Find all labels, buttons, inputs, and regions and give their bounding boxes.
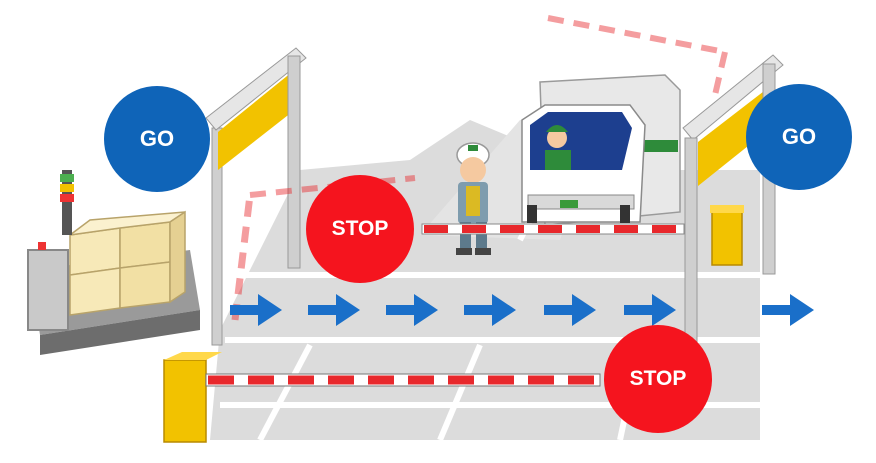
direction-arrow-icon: [308, 294, 360, 326]
stop-sign-icon: STOP: [604, 325, 712, 433]
direction-arrows: [230, 294, 814, 326]
left-gate-frame: [205, 47, 307, 346]
direction-arrow-icon: [230, 294, 282, 326]
cargo-boxes-icon: [69, 210, 186, 316]
signal-tower-icon: [60, 170, 74, 235]
barrier-gate-icon: [421, 205, 744, 266]
go-right-label: GO: [781, 124, 817, 149]
go-sign-icon: GO: [746, 84, 852, 190]
direction-arrow-icon: [464, 294, 516, 326]
worker-icon: [456, 142, 491, 255]
truck-icon: [521, 74, 681, 226]
stop-lower-label: STOP: [629, 367, 687, 390]
direction-arrow-icon: [762, 294, 814, 326]
go-sign-icon: GO: [104, 86, 210, 192]
lower-barrier-gate: [163, 352, 601, 443]
stop-sign-icon: STOP: [306, 175, 414, 283]
direction-arrow-icon: [544, 294, 596, 326]
direction-arrow-icon: [624, 294, 676, 326]
go-left-label: GO: [139, 126, 175, 151]
stop-upper-label: STOP: [331, 217, 389, 240]
direction-arrow-icon: [386, 294, 438, 326]
